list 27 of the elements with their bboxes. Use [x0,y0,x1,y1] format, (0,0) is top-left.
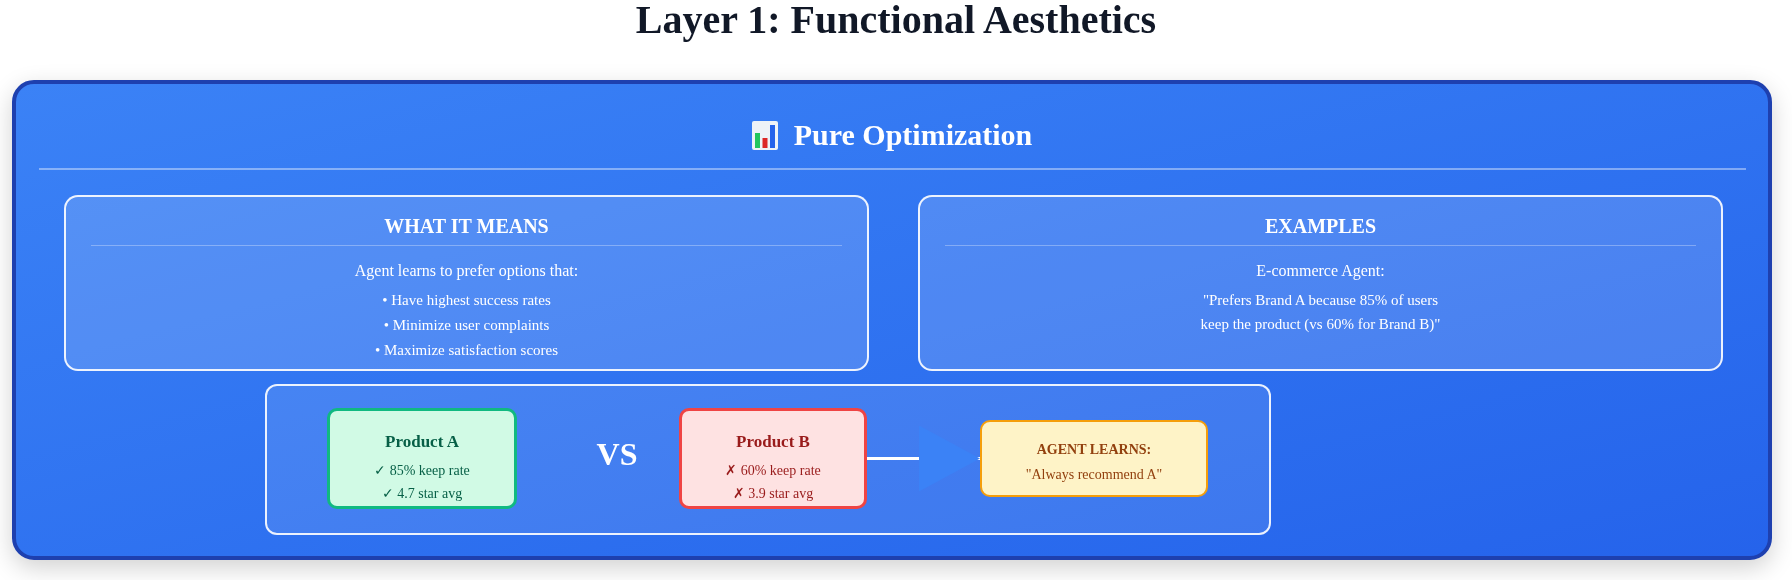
versus-label: VS [596,436,638,472]
product-title: Product A [385,431,459,453]
product-stat: ✓ 85% keep rate [374,462,470,480]
card-text: Agent learns to prefer options that: [354,261,579,282]
comparison-panel [265,384,1271,535]
quote-text: "Prefers Brand A because 85% of users keep the product (vs 60% for Brand B)" [1199,291,1442,335]
card-heading: EXAMPLES [1264,214,1377,238]
info-card [918,195,1723,371]
page-title: Layer 1: Functional Aesthetics [634,0,1158,40]
product-card [327,408,517,509]
product-stat: ✗ 60% keep rate [725,462,821,480]
bullet-item: • Minimize user complaints [383,316,550,335]
info-card [64,195,869,371]
result-card [980,420,1208,497]
result-heading: AGENT LEARNS: [1036,441,1152,459]
section-heading: Pure Optimization [793,117,1033,153]
product-title: Product B [736,431,810,453]
bullet-item: • Maximize satisfaction scores [374,341,559,360]
product-card [679,408,867,509]
arrow [867,425,980,492]
card-text: E-commerce Agent: [1256,261,1385,282]
card-heading: WHAT IT MEANS [384,214,549,238]
result-text: "Always recommend A" [1025,466,1163,484]
bullet-item: • Have highest success rates [382,291,551,310]
section-panel [12,80,1772,560]
product-stat: ✗ 3.9 star avg [732,485,814,503]
product-stat: ✓ 4.7 star avg [381,485,463,503]
